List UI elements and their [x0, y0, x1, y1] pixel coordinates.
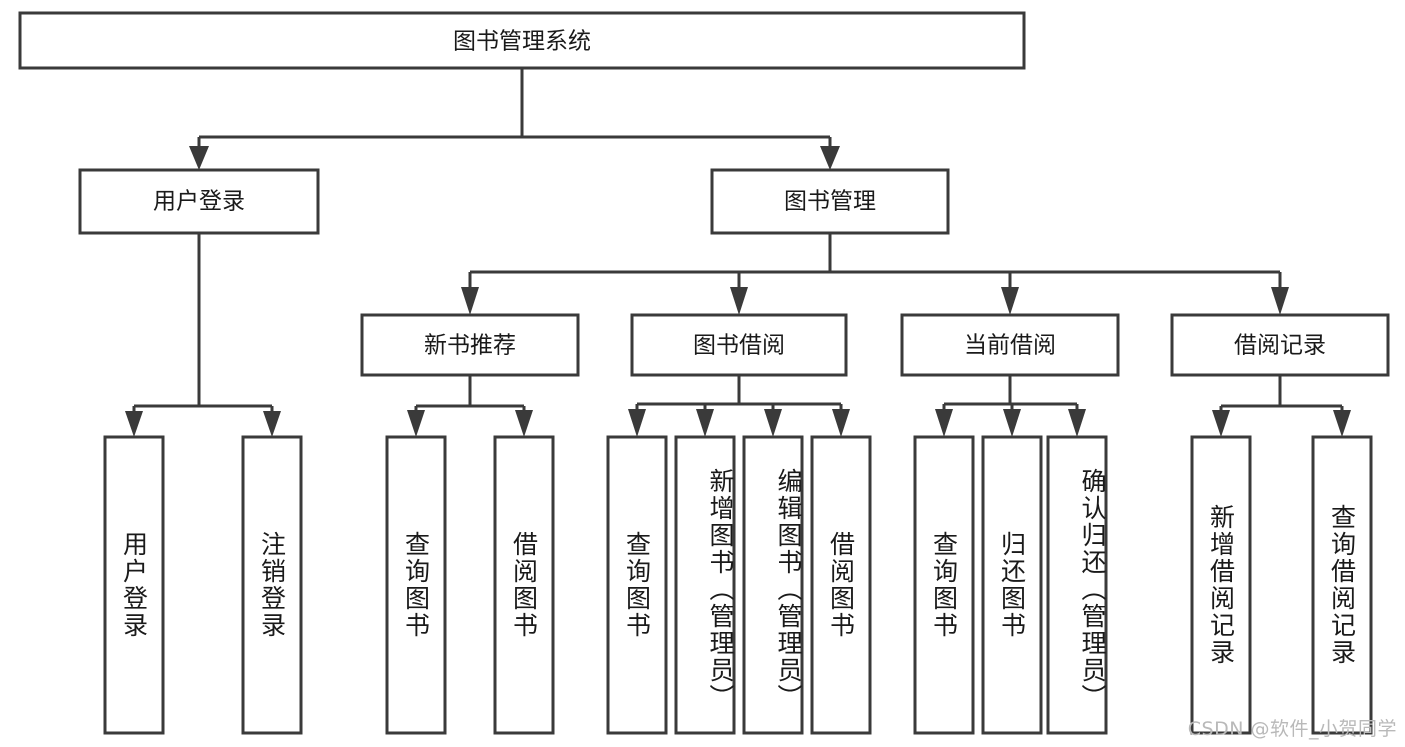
leaf-box-book-borrow-2[interactable] [742, 435, 804, 735]
connector-group-user-login [125, 233, 281, 437]
node-root-label: 图书管理系统 [453, 29, 591, 55]
leaf-box-user-login-1[interactable] [241, 435, 303, 735]
arrow-icon [1003, 409, 1021, 437]
leaf-box-current-borrow-1[interactable] [981, 435, 1043, 735]
leaf-box-borrow-record-1[interactable] [1311, 435, 1373, 735]
node-new-book-recommend[interactable]: 新书推荐 [360, 313, 580, 377]
node-new-book-recommend-label: 新书推荐 [424, 333, 516, 359]
node-book-borrow[interactable]: 图书借阅 [630, 313, 848, 377]
leaf-box-current-borrow-0[interactable] [913, 435, 975, 735]
arrow-icon [263, 411, 281, 437]
arrow-icon [1001, 287, 1019, 315]
leaf-box-user-login-0[interactable] [103, 435, 165, 735]
arrow-icon [407, 410, 425, 437]
node-current-borrow-label: 当前借阅 [964, 333, 1056, 359]
connector-group-root [189, 68, 840, 170]
leaf-box-borrow-record-0[interactable] [1190, 435, 1252, 735]
node-user-login[interactable]: 用户登录 [78, 168, 320, 235]
node-current-borrow[interactable]: 当前借阅 [900, 313, 1120, 377]
arrow-icon [461, 287, 479, 315]
node-new-book-recommend-box[interactable] [360, 313, 580, 377]
connector-group-new-book [407, 375, 533, 437]
node-root[interactable]: 图书管理系统 [18, 11, 1026, 70]
arrow-icon [628, 409, 646, 437]
watermark-text: CSDN @软件_小贺同学 [1187, 718, 1397, 740]
connector-group-book-manage [461, 233, 1289, 315]
node-borrow-record-box[interactable] [1170, 313, 1390, 377]
arrow-icon [820, 146, 840, 170]
arrow-icon [1212, 410, 1230, 437]
node-book-manage-box[interactable] [710, 168, 950, 235]
node-book-borrow-box[interactable] [630, 313, 848, 377]
leaf-box-new-book-1[interactable] [493, 435, 555, 735]
arrow-icon [1068, 409, 1086, 437]
arrow-icon [764, 409, 782, 437]
leaf-box-book-borrow-1[interactable] [674, 435, 736, 735]
node-borrow-record-label: 借阅记录 [1234, 333, 1326, 359]
arrow-icon [515, 410, 533, 437]
leaf-box-book-borrow-3[interactable] [810, 435, 872, 735]
arrow-icon [730, 287, 748, 315]
node-book-manage[interactable]: 图书管理 [710, 168, 950, 235]
arrow-icon [189, 146, 209, 170]
leaf-box-current-borrow-2[interactable] [1046, 435, 1108, 735]
connector-group-borrow-record [1212, 375, 1351, 437]
arrow-icon [125, 411, 143, 437]
arrow-icon [696, 409, 714, 437]
node-book-borrow-label: 图书借阅 [693, 333, 785, 359]
arrow-icon [1271, 287, 1289, 315]
leaf-box-new-book-0[interactable] [385, 435, 447, 735]
node-user-login-label: 用户登录 [153, 189, 245, 215]
arrow-icon [1333, 410, 1351, 437]
node-current-borrow-box[interactable] [900, 313, 1120, 377]
node-book-manage-label: 图书管理 [784, 189, 876, 215]
connector-group-current-borrow [935, 375, 1086, 437]
node-user-login-box[interactable] [78, 168, 320, 235]
node-root-box[interactable] [18, 11, 1026, 70]
connector-group-book-borrow [628, 375, 850, 437]
arrow-icon [832, 409, 850, 437]
arrow-icon [935, 409, 953, 437]
node-borrow-record[interactable]: 借阅记录 [1170, 313, 1390, 377]
leaf-box-book-borrow-0[interactable] [606, 435, 668, 735]
